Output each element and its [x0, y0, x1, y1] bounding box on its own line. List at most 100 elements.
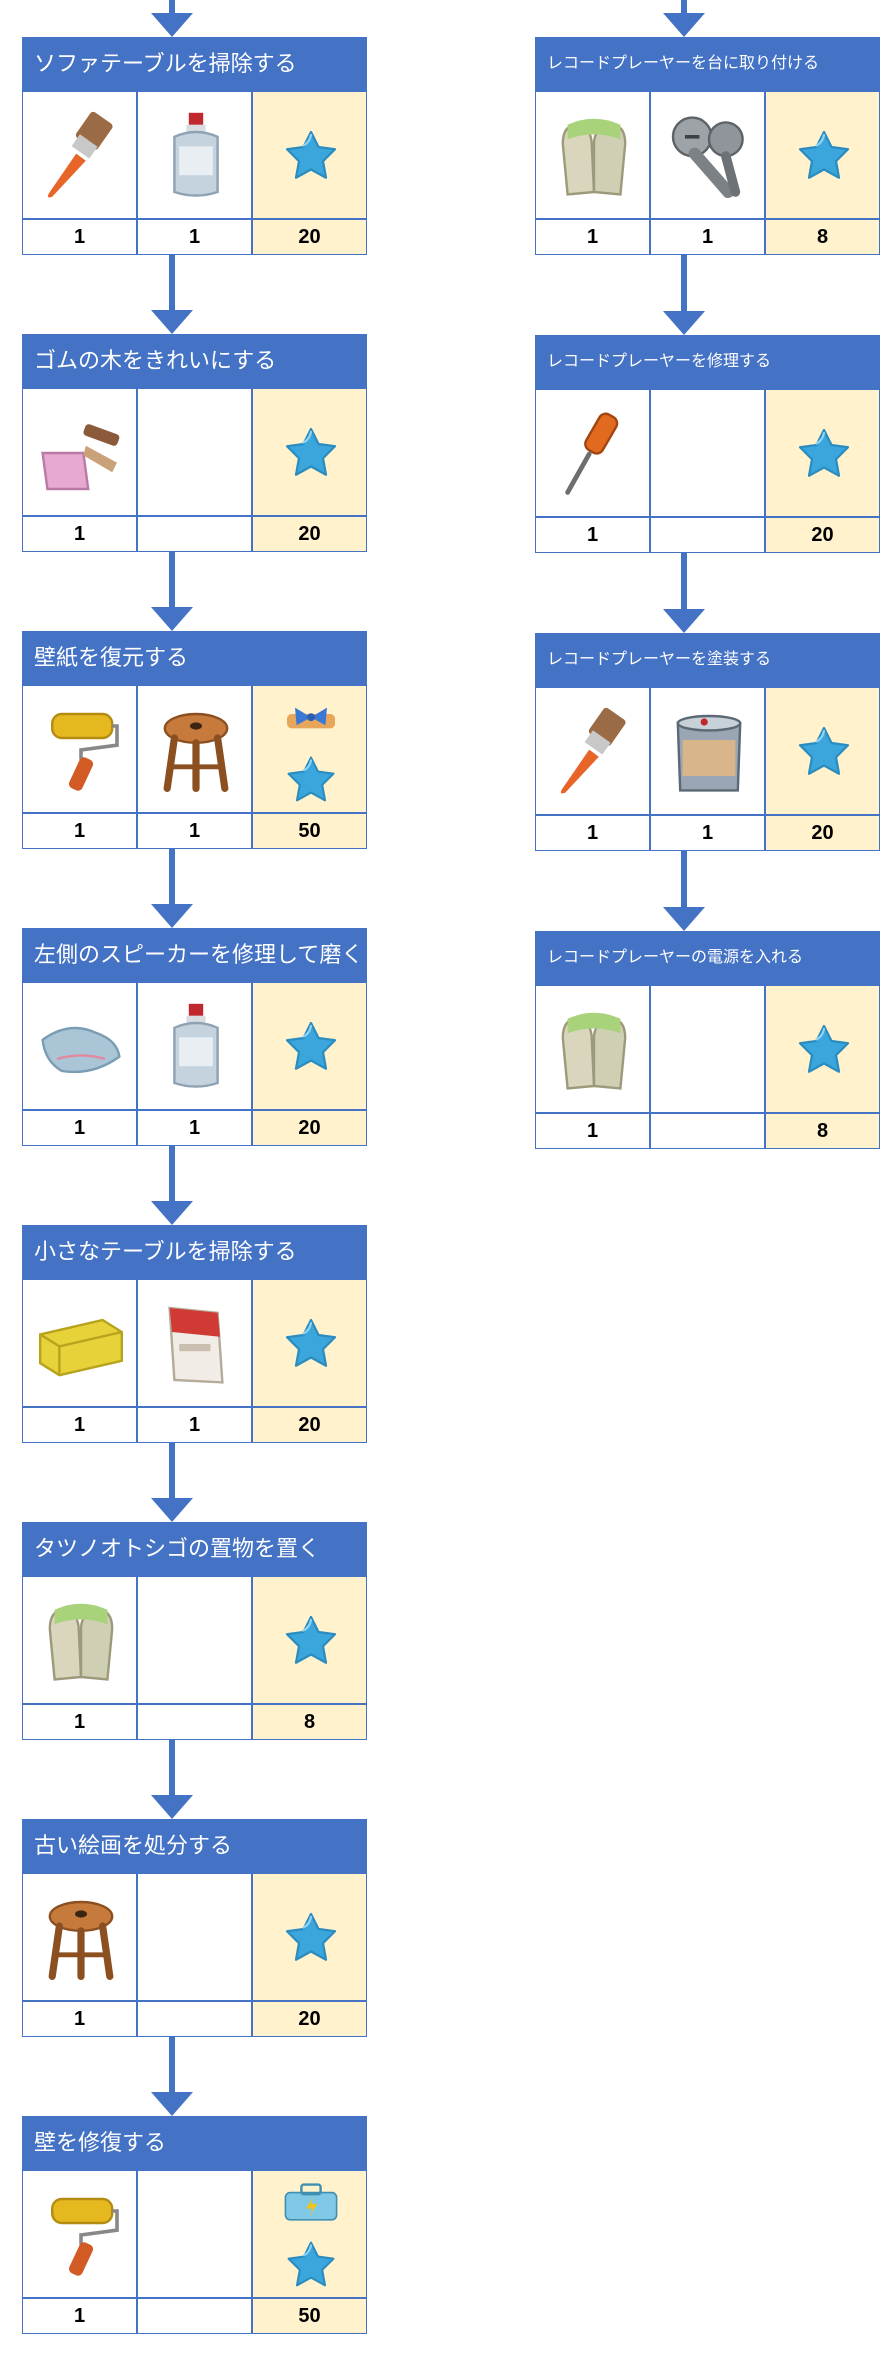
item-cell [22, 1576, 137, 1704]
item-cell [22, 1873, 137, 2001]
task-title: 壁紙を復元する [22, 631, 367, 685]
flow-arrow [151, 849, 193, 928]
reward-cell [252, 2170, 367, 2298]
item-cell [137, 685, 252, 813]
reward-quantity: 20 [765, 815, 880, 851]
item-quantity: 1 [22, 2001, 137, 2037]
item-cell [22, 388, 137, 516]
reward-quantity: 8 [765, 1113, 880, 1149]
paint-can-icon [676, 714, 741, 792]
item-quantity [650, 517, 765, 553]
sponge-icon [38, 1318, 123, 1377]
task-title: 小さなテーブルを掃除する [22, 1225, 367, 1279]
item-quantity: 1 [22, 219, 137, 255]
item-cell [137, 982, 252, 1110]
paint-roller-icon [50, 2197, 119, 2276]
flow-arrow [151, 1443, 193, 1522]
reward-cell [765, 985, 880, 1113]
screwdriver-icon [564, 412, 618, 495]
star-icon [285, 130, 336, 179]
item-quantity [137, 1704, 252, 1740]
gloves-icon [48, 1603, 113, 1681]
dustpan-icon [40, 424, 119, 491]
item-quantity [137, 2001, 252, 2037]
item-quantity: 1 [137, 219, 252, 255]
reward-quantity: 20 [252, 219, 367, 255]
item-quantity: 1 [535, 517, 650, 553]
star-icon [798, 130, 849, 179]
star-icon [285, 427, 336, 476]
item-quantity: 1 [137, 1110, 252, 1146]
item-cell [535, 389, 650, 517]
flow-arrow [151, 1740, 193, 1819]
reward-quantity: 50 [252, 813, 367, 849]
item-cell [137, 388, 252, 516]
flow-arrow [663, 255, 705, 335]
reward-quantity: 20 [252, 1407, 367, 1443]
item-quantity: 1 [22, 1110, 137, 1146]
task-title: タツノオトシゴの置物を置く [22, 1522, 367, 1576]
reward-cell [765, 389, 880, 517]
item-quantity: 1 [137, 1407, 252, 1443]
reward-cell [252, 1279, 367, 1407]
item-quantity [137, 516, 252, 552]
flow-arrow [151, 255, 193, 334]
star-icon [798, 428, 849, 477]
gloves-icon [561, 118, 626, 196]
item-cell [137, 91, 252, 219]
reward-cell [252, 1873, 367, 2001]
item-cell [22, 1279, 137, 1407]
star-icon [287, 2241, 334, 2287]
bow-icon [286, 707, 335, 729]
detergent-box-icon [167, 1306, 224, 1384]
flow-arrow-top [151, 0, 193, 37]
paint-roller-icon [50, 712, 119, 791]
item-quantity: 1 [22, 1407, 137, 1443]
item-quantity: 1 [137, 813, 252, 849]
task-title: ゴムの木をきれいにする [22, 334, 367, 388]
item-quantity: 1 [22, 2298, 137, 2334]
toolbox-icon [284, 2183, 337, 2221]
reward-quantity: 20 [252, 1110, 367, 1146]
item-quantity: 1 [535, 219, 650, 255]
reward-cell [765, 687, 880, 815]
task-title: ソファテーブルを掃除する [22, 37, 367, 91]
task-title: レコードプレーヤーの電源を入れる [535, 931, 880, 985]
item-cell [137, 1873, 252, 2001]
reward-quantity: 50 [252, 2298, 367, 2334]
task-title: レコードプレーヤーを修理する [535, 335, 880, 389]
reward-cell [252, 91, 367, 219]
stool-icon [163, 712, 228, 792]
reward-cell [765, 91, 880, 219]
item-quantity: 1 [535, 815, 650, 851]
gloves-icon [561, 1012, 626, 1090]
task-title: レコードプレーヤーを台に取り付ける [535, 37, 880, 91]
item-cell [22, 685, 137, 813]
item-cell [535, 687, 650, 815]
star-icon [798, 1024, 849, 1073]
flow-arrow-top [663, 0, 705, 37]
reward-cell [252, 685, 367, 813]
item-quantity [137, 2298, 252, 2334]
flow-arrow [151, 552, 193, 631]
reward-quantity: 8 [765, 219, 880, 255]
reward-quantity: 8 [252, 1704, 367, 1740]
item-quantity: 1 [650, 219, 765, 255]
item-cell [137, 1279, 252, 1407]
flow-arrow [663, 851, 705, 931]
star-icon [285, 1912, 336, 1961]
task-title: 古い絵画を処分する [22, 1819, 367, 1873]
item-quantity: 1 [22, 813, 137, 849]
reward-cell [252, 982, 367, 1110]
task-title: レコードプレーヤーを塗装する [535, 633, 880, 687]
